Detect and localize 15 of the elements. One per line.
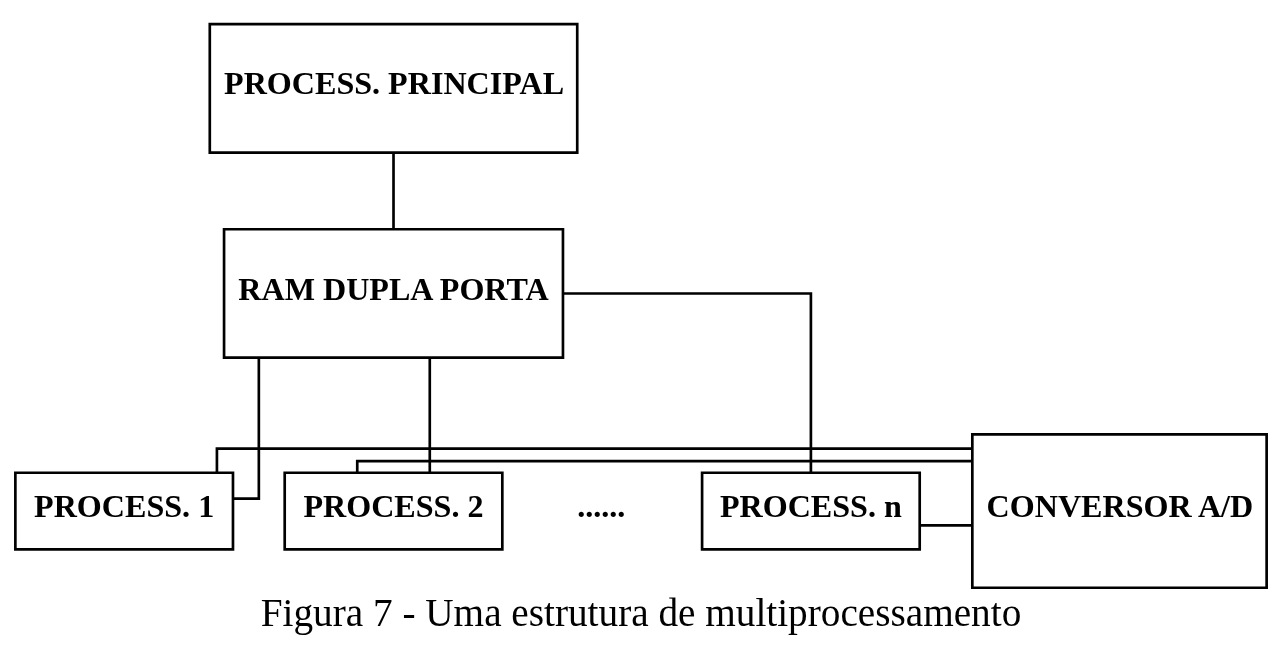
connector	[920, 524, 972, 527]
label: ......	[577, 488, 626, 525]
connector	[355, 459, 973, 473]
node-box: PROCESS. 1	[14, 471, 235, 551]
connector	[215, 447, 972, 473]
connector	[428, 358, 432, 473]
connector	[392, 152, 395, 229]
node-box: PROCESS. 2	[283, 471, 504, 551]
connector	[233, 357, 261, 500]
caption: Figura 7 - Uma estrutura de multiprocessamento	[260, 591, 1022, 635]
connector	[563, 292, 813, 473]
node-box: CONVERSOR A/D	[971, 433, 1268, 590]
node-box: PROCESS. PRINCIPAL	[208, 22, 579, 154]
node-box: PROCESS. n	[700, 471, 922, 551]
node-box: RAM DUPLA PORTA	[222, 227, 565, 360]
